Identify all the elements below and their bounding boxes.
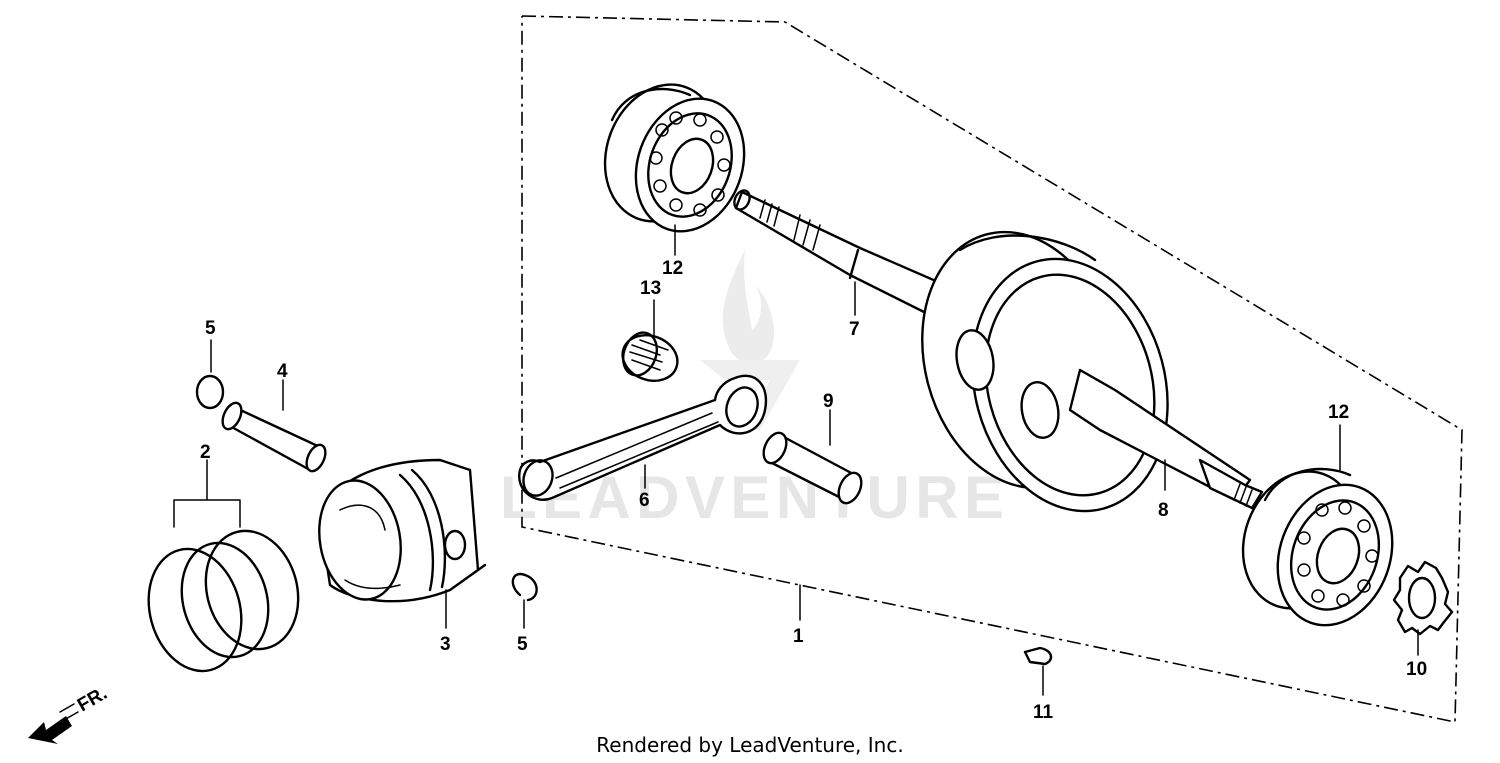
leader-lines [210,224,1419,696]
piston [318,458,487,603]
footer-credit: Rendered by LeadVenture, Inc. [0,733,1500,757]
needle-bearing [621,331,679,382]
crankshaft [733,189,1264,513]
callout-5-left: 5 [205,318,216,339]
callout-8: 8 [1158,500,1169,521]
callout-5-right: 5 [517,634,528,655]
callout-2: 2 [200,442,211,463]
connecting-rod [518,374,768,501]
footer-text: Rendered by LeadVenture, Inc. [596,733,904,757]
piston-rings [147,459,300,673]
circlip-right [511,572,538,602]
bearing-top [603,83,746,233]
callout-7: 7 [849,319,860,340]
timing-sprocket [1392,560,1454,636]
callout-10: 10 [1406,659,1427,680]
front-label: FR. [74,683,111,716]
bearing-right [1241,467,1394,627]
circlip-left [195,374,225,410]
crank-pin [762,431,863,505]
callout-6: 6 [639,490,650,511]
woodruff-key [1023,646,1053,666]
piston-pin [221,401,327,473]
callout-1: 1 [793,626,804,647]
callout-12-top: 12 [662,258,683,279]
callout-3: 3 [440,634,451,655]
callout-12-right: 12 [1328,402,1349,423]
crankshaft-assembly-outline [521,15,1463,723]
callout-4: 4 [277,361,288,382]
callout-13: 13 [640,278,661,299]
callout-numbers: 1 2 3 4 5 5 6 7 8 9 10 11 12 12 13 [200,258,1427,723]
callout-11: 11 [1033,702,1054,723]
callout-9: 9 [823,391,834,412]
front-arrow-icon [28,716,72,744]
